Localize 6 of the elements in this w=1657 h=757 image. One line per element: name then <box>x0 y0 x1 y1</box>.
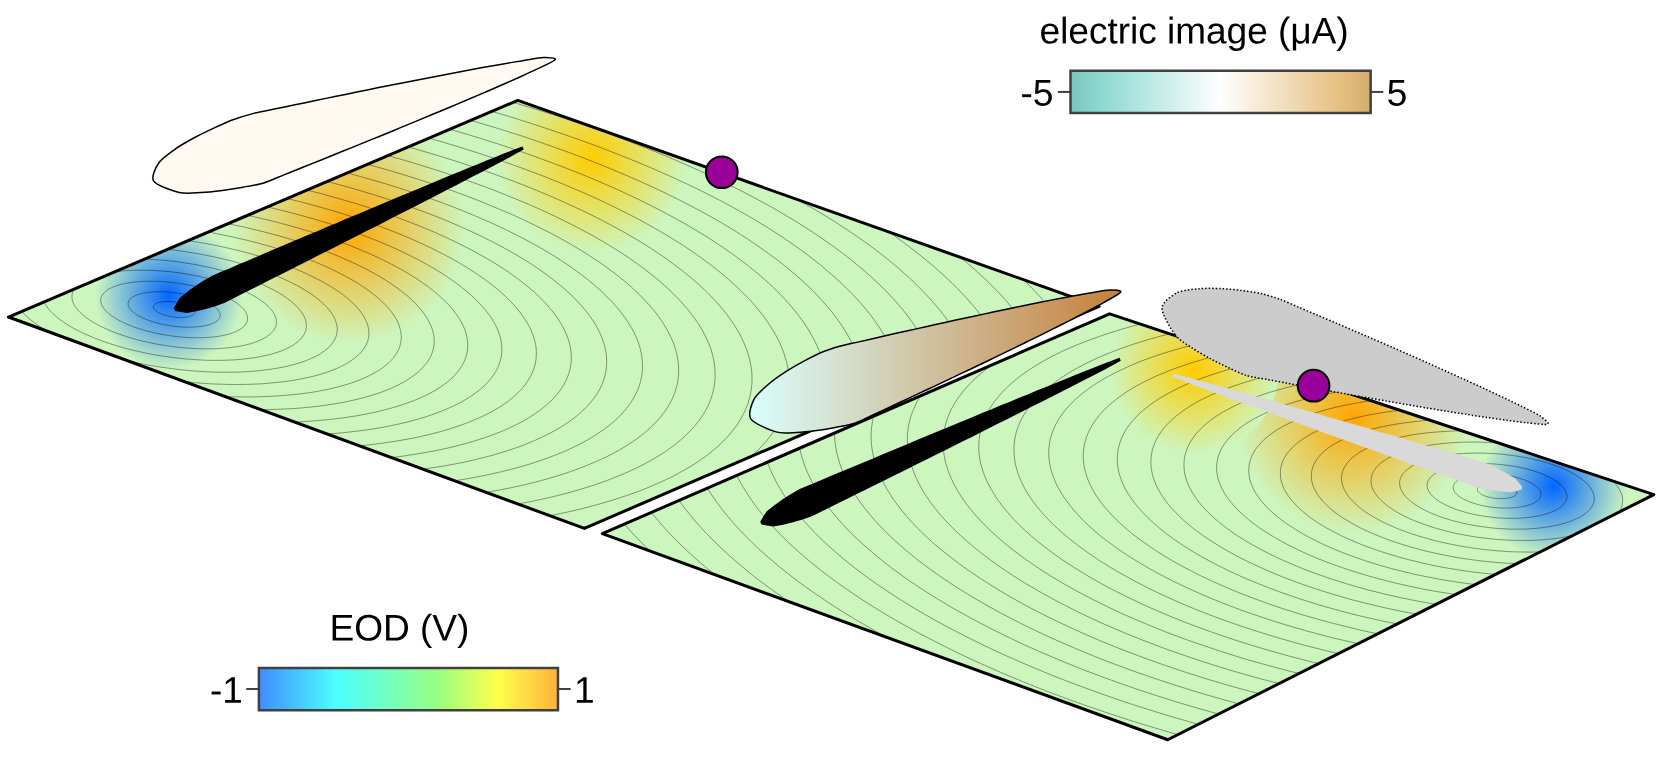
tick-label: -1 <box>211 677 242 703</box>
colorbar-title: electric image (μA) <box>1041 16 1347 52</box>
tick-label: -5 <box>1022 80 1052 107</box>
tick-label: 1 <box>576 677 593 703</box>
tick-label: 5 <box>1388 80 1406 107</box>
colorbar-title: EOD (V) <box>332 613 467 649</box>
